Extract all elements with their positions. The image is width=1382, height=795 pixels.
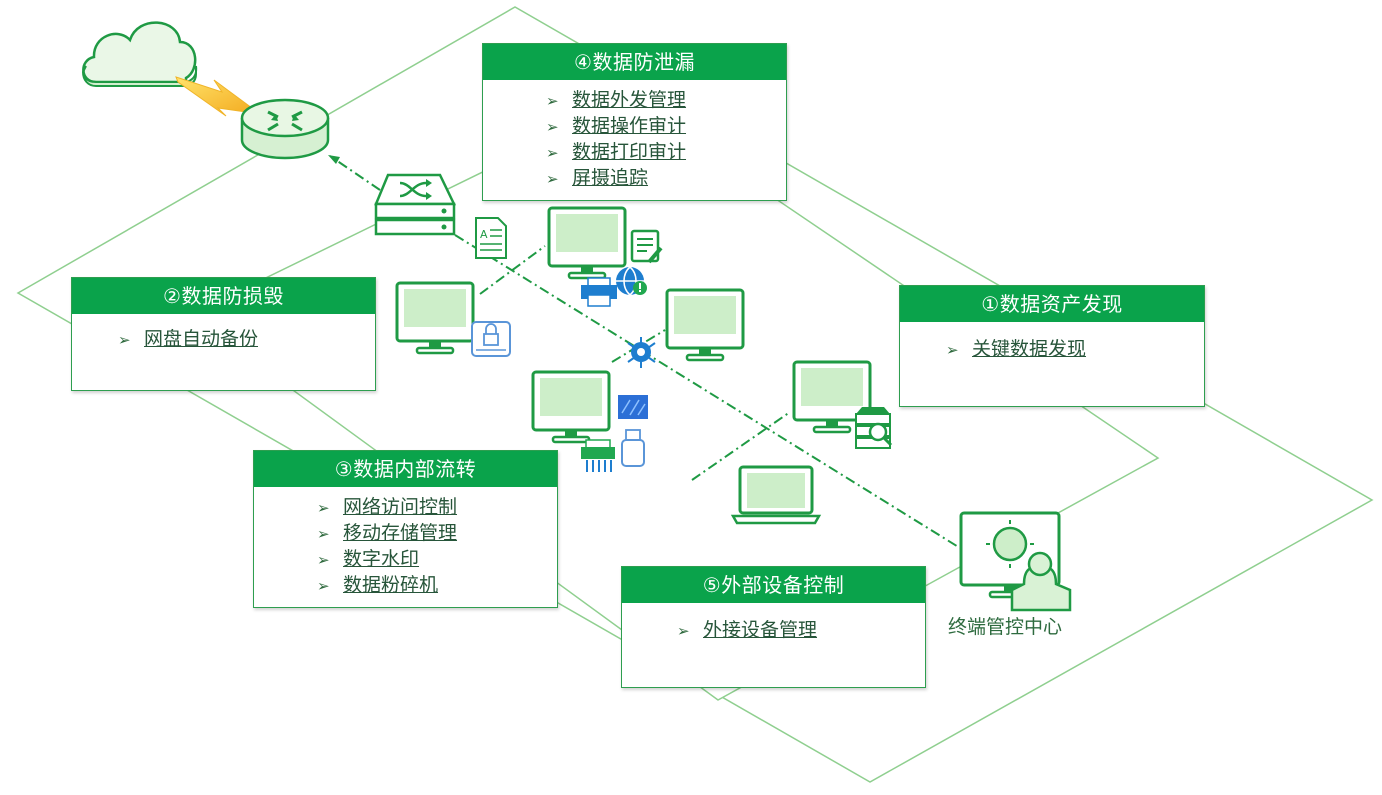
arrow-bullet-icon: ➢ xyxy=(946,341,959,359)
router-icon xyxy=(240,98,330,160)
panel-damage-prevention: ②数据防损毁 ➢网盘自动备份 xyxy=(71,277,376,391)
usb-drive-icon xyxy=(621,429,645,467)
panel-item[interactable]: ➢数据打印审计 xyxy=(546,140,786,166)
panel-item[interactable]: ➢移动存储管理 xyxy=(317,521,557,547)
cloud-icon xyxy=(81,21,198,87)
panel-item[interactable]: ➢网盘自动备份 xyxy=(118,327,375,353)
printer-icon xyxy=(581,277,617,307)
desktop-icon xyxy=(547,206,627,280)
svg-text:A: A xyxy=(480,228,488,241)
network-hub-icon xyxy=(627,337,656,368)
arrow-bullet-icon: ➢ xyxy=(118,331,131,349)
panel-item[interactable]: ➢数字水印 xyxy=(317,547,557,573)
lightning-icon xyxy=(175,76,261,117)
admin-monitor-icon xyxy=(959,511,1072,612)
database-search-icon xyxy=(855,407,893,449)
document-icon: A xyxy=(475,217,507,259)
panel-title: ③数据内部流转 xyxy=(254,451,557,487)
panel-title: ①数据资产发现 xyxy=(900,286,1204,322)
file-edit-icon xyxy=(630,229,663,264)
watermark-icon xyxy=(618,395,648,419)
arrow-bullet-icon: ➢ xyxy=(546,92,559,110)
arrow-bullet-icon: ➢ xyxy=(317,577,330,595)
arrow-bullet-icon: ➢ xyxy=(317,551,330,569)
panel-asset-discovery: ①数据资产发现 ➢关键数据发现 xyxy=(899,285,1205,407)
arrow-bullet-icon: ➢ xyxy=(546,170,559,188)
arrow-bullet-icon: ➢ xyxy=(317,499,330,517)
desktop-icon xyxy=(395,281,475,355)
panel-item[interactable]: ➢外接设备管理 xyxy=(677,618,925,644)
shredder-icon xyxy=(581,439,615,472)
panel-item[interactable]: ➢数据粉碎机 xyxy=(317,573,557,599)
panel-title: ⑤外部设备控制 xyxy=(622,567,925,603)
arrow-bullet-icon: ➢ xyxy=(677,622,690,640)
panel-title: ④数据防泄漏 xyxy=(483,44,786,80)
control-center-label: 终端管控中心 xyxy=(948,616,1063,638)
arrow-bullet-icon: ➢ xyxy=(546,118,559,136)
laptop-icon xyxy=(730,465,822,525)
arrow-bullet-icon: ➢ xyxy=(546,144,559,162)
panel-title: ②数据防损毁 xyxy=(72,278,375,314)
panel-item[interactable]: ➢网络访问控制 xyxy=(317,495,557,521)
arrow-bullet-icon: ➢ xyxy=(317,525,330,543)
panel-item[interactable]: ➢数据操作审计 xyxy=(546,114,786,140)
panel-item[interactable]: ➢屏摄追踪 xyxy=(546,166,786,192)
panel-external-device: ⑤外部设备控制 ➢外接设备管理 xyxy=(621,566,926,688)
desktop-icon xyxy=(665,288,745,362)
network-switch-icon xyxy=(374,173,456,236)
encrypted-drive-icon xyxy=(471,321,511,357)
connection-lines xyxy=(329,155,961,549)
panel-internal-flow: ③数据内部流转 ➢网络访问控制 ➢移动存储管理 ➢数字水印 ➢数据粉碎机 xyxy=(253,450,558,608)
panel-item[interactable]: ➢数据外发管理 xyxy=(546,88,786,114)
desktop-icon xyxy=(531,370,611,444)
arrowhead-icon xyxy=(328,155,340,164)
globe-alert-icon xyxy=(616,266,647,296)
panel-item[interactable]: ➢关键数据发现 xyxy=(946,337,1204,363)
panel-leak-prevention: ④数据防泄漏 ➢数据外发管理 ➢数据操作审计 ➢数据打印审计 ➢屏摄追踪 xyxy=(482,43,787,201)
